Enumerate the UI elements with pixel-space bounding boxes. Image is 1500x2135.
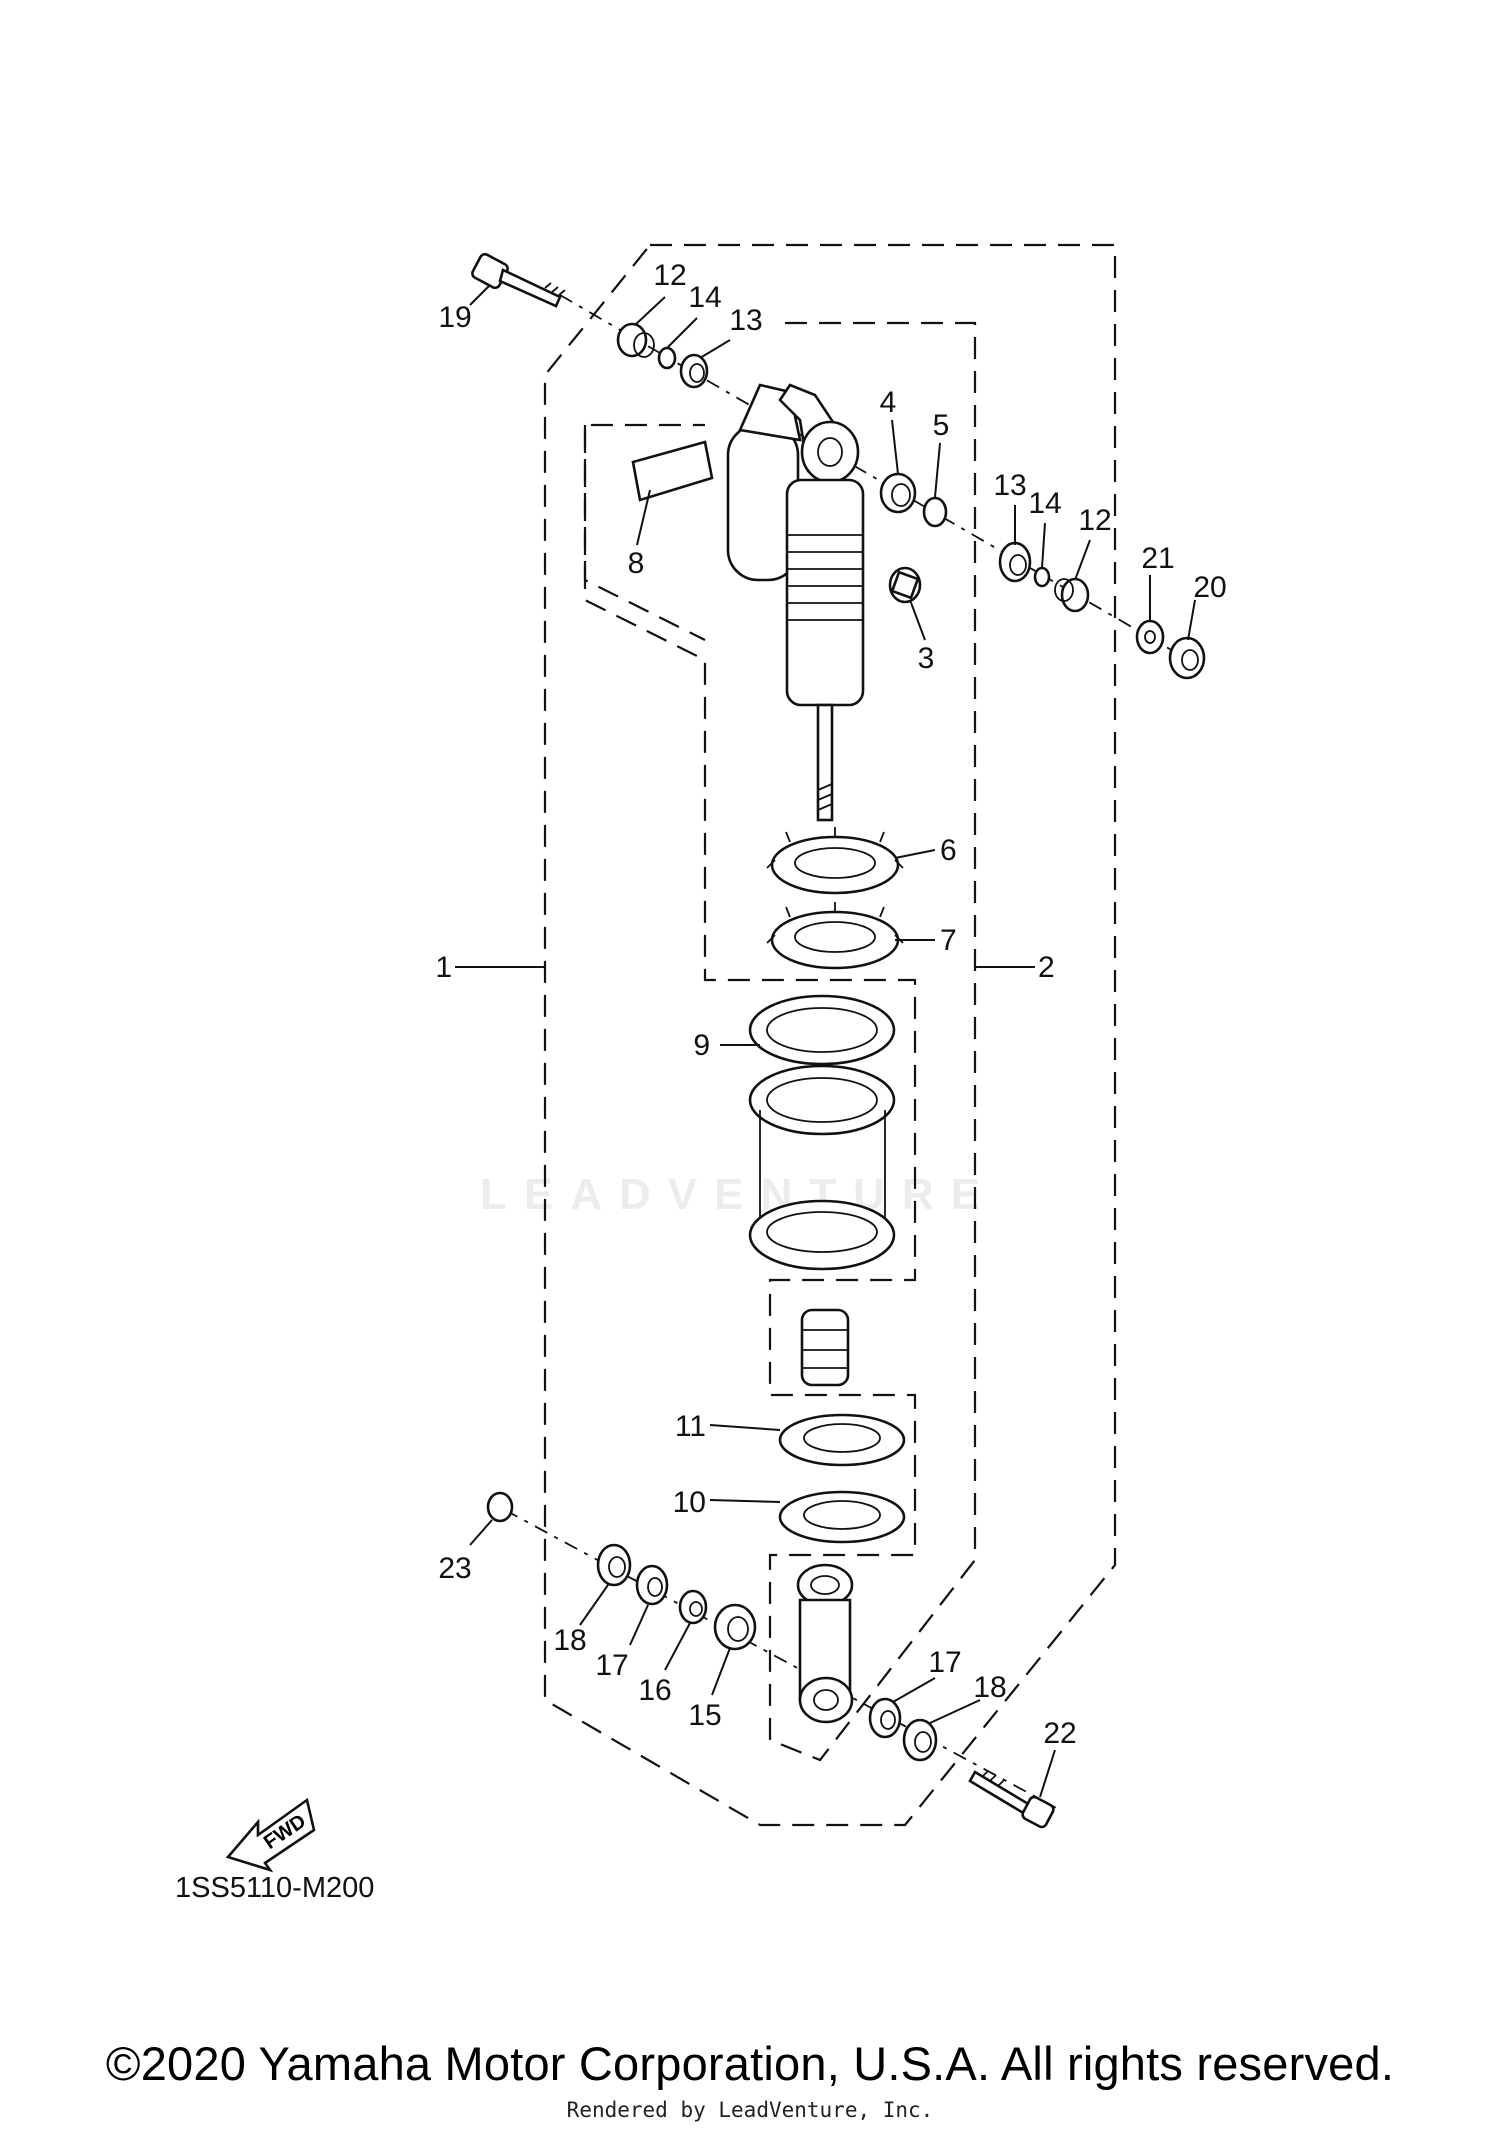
collar-17-right-icon: [868, 1697, 902, 1739]
callout-12-top: 12: [653, 259, 686, 292]
callout-17-left: 17: [595, 1649, 628, 1682]
bushing-4-icon: [879, 472, 917, 514]
callout-18-right: 18: [973, 1671, 1006, 1704]
callout-6: 6: [940, 834, 957, 867]
shock-body-icon: [778, 383, 865, 822]
clip-5-icon: [922, 496, 948, 528]
adjuster-nut-7-icon: [766, 902, 904, 970]
bolt-22-icon: [968, 1770, 1055, 1829]
guide-11-icon: [778, 1413, 906, 1467]
callout-3: 3: [918, 642, 935, 675]
oring-14-right-icon: [1033, 566, 1051, 588]
diagram-code: 1SS5110-M200: [175, 1872, 375, 1904]
assembly-2-boundary: [583, 321, 977, 1762]
callout-1: 1: [435, 951, 452, 984]
oring-14-top-icon: [657, 346, 677, 370]
leader-lines: [455, 284, 1196, 1798]
callout-12-right: 12: [1078, 504, 1111, 537]
adjuster-3-icon: [888, 566, 922, 604]
rendered-by-notice: Rendered by LeadVenture, Inc.: [566, 2098, 934, 2122]
watermark-text: LEADVENTURE: [480, 1170, 998, 1219]
label-8-icon: [631, 440, 714, 502]
callout-5: 5: [933, 409, 950, 442]
callout-13-right: 13: [993, 469, 1026, 502]
callout-18-left: 18: [553, 1624, 586, 1657]
bump-stop-icon: [800, 1308, 850, 1387]
callout-8: 8: [628, 547, 645, 580]
lower-clevis-icon: [796, 1563, 854, 1724]
assembly-1-boundary: [543, 243, 1117, 1827]
guide-10-icon: [778, 1490, 906, 1544]
bearing-15-icon: [713, 1603, 757, 1651]
label-8-boundary: [583, 425, 706, 641]
fwd-arrow-icon: FWD: [225, 1797, 316, 1873]
washer-21-icon: [1135, 619, 1165, 655]
callout-14-right: 14: [1028, 487, 1061, 520]
collar-12-right-icon: [1054, 577, 1090, 613]
nut-23-icon: [486, 1491, 514, 1523]
callout-20: 20: [1193, 571, 1226, 604]
callout-11: 11: [675, 1410, 706, 1443]
seal-18-right-icon: [902, 1718, 938, 1762]
collar-17-left-icon: [635, 1564, 669, 1606]
callout-15: 15: [688, 1699, 721, 1732]
locknut-6-icon: [766, 827, 904, 895]
callout-7: 7: [940, 924, 957, 957]
callout-23: 23: [438, 1552, 471, 1585]
nut-20-icon: [1168, 636, 1206, 680]
callout-2: 2: [1038, 951, 1055, 984]
callout-21: 21: [1141, 542, 1174, 575]
bottom-bolt-axis: [504, 1509, 1061, 1811]
callout-17-right: 17: [928, 1646, 961, 1679]
spring-9-icon: [748, 994, 896, 1271]
bolt-19-icon: [471, 252, 566, 308]
seal-18-left-icon: [596, 1543, 632, 1587]
callout-10: 10: [673, 1486, 706, 1519]
callout-13-top: 13: [729, 304, 762, 337]
spacer-16-icon: [678, 1589, 708, 1625]
collar-12-top-icon: [616, 322, 655, 358]
callout-19: 19: [438, 301, 471, 334]
callout-numbers: 1 2 3 4 5 6 7 8 9 10 11 12 12 13 13 14 1…: [435, 259, 1226, 1750]
seal-13-right-icon: [998, 541, 1032, 583]
callout-9: 9: [693, 1029, 710, 1062]
callout-4: 4: [880, 386, 897, 419]
callout-16: 16: [638, 1674, 671, 1707]
seal-13-top-icon: [679, 353, 709, 389]
callout-22: 22: [1043, 1717, 1076, 1750]
copyright-notice: ©2020 Yamaha Motor Corporation, U.S.A. A…: [105, 2037, 1395, 2090]
callout-14-top: 14: [688, 281, 721, 314]
